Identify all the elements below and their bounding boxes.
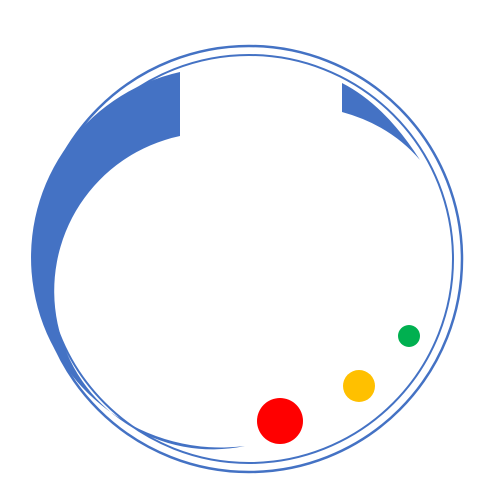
left-crescent-shape (31, 72, 245, 450)
green-dot-icon (398, 325, 420, 347)
red-dot-icon (257, 398, 303, 444)
outer-ring (34, 44, 464, 474)
yellow-dot-icon (343, 370, 375, 402)
right-wedge-shape (342, 83, 420, 160)
